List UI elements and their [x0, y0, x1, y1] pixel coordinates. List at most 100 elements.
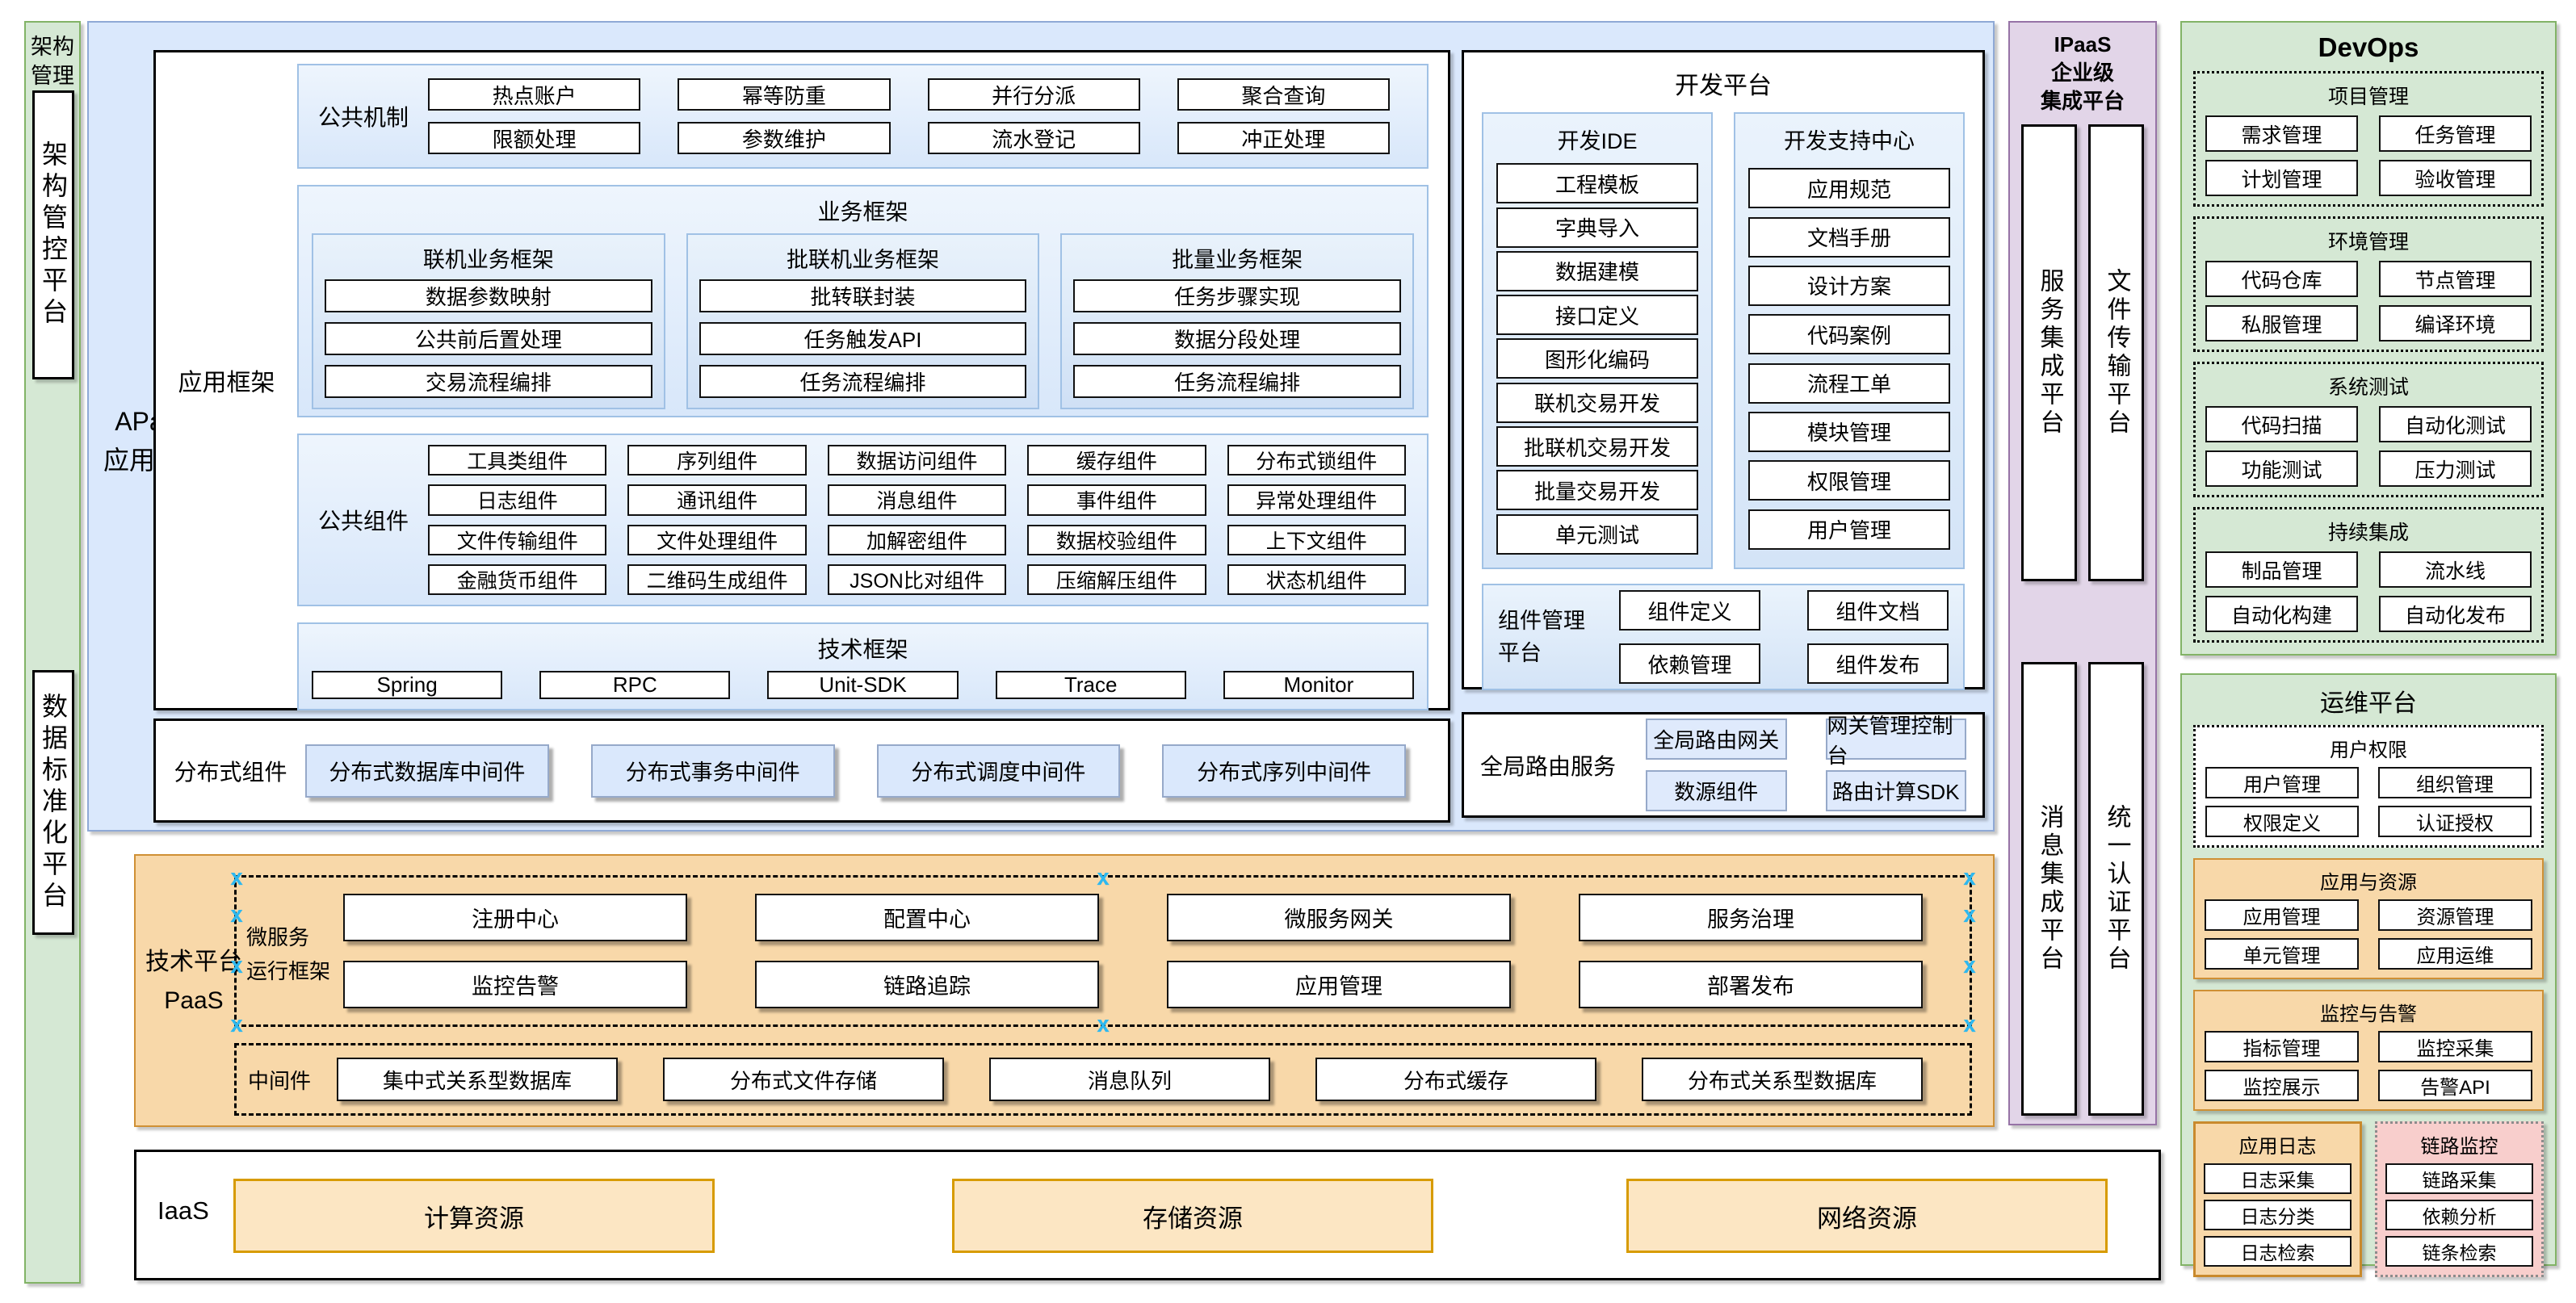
- component-box: 状态机组件: [1227, 564, 1406, 595]
- component-box: 加解密组件: [827, 524, 1007, 555]
- business-box: 批转联封装: [699, 279, 1027, 312]
- user-permissions-section: 用户权限 用户管理组织管理权限定义认证授权: [2193, 725, 2544, 848]
- business-box: 数据分段处理: [1073, 322, 1402, 355]
- mechanism-box: 冲正处理: [1177, 122, 1390, 154]
- dev-ide-box: 接口定义: [1496, 295, 1698, 336]
- common-mechanism-panel: 公共机制 热点账户幂等防重并行分派聚合查询限额处理参数维护流水登记冲正处理: [297, 64, 1429, 169]
- devops-box: 功能测试: [2205, 450, 2358, 487]
- selection-handle-icon: x: [1962, 864, 1977, 890]
- distributed-components-grid: 分布式数据库中间件分布式事务中间件分布式调度中间件分布式序列中间件: [305, 744, 1448, 798]
- microservice-runtime-framework-label: 微服务 运行框架: [246, 925, 331, 983]
- group-items: 任务步骤实现数据分段处理任务流程编排: [1073, 279, 1402, 398]
- section-grid: 应用管理资源管理单元管理应用运维: [2205, 899, 2532, 970]
- common-mechanism-grid: 热点账户幂等防重并行分派聚合查询限额处理参数维护流水登记冲正处理: [428, 65, 1427, 167]
- section-title: 链路监控: [2420, 1136, 2498, 1158]
- middleware-box: 中间件 集中式关系型数据库分布式文件存储消息队列分布式缓存分布式关系型数据库: [234, 1043, 1972, 1116]
- ops-box: 告警API: [2378, 1070, 2532, 1101]
- devops-box: 压力测试: [2379, 450, 2532, 487]
- component-box: 金融货币组件: [428, 564, 607, 595]
- devops-box: 节点管理: [2379, 261, 2532, 297]
- ipaas-top-bars: 服务集成平台文件传输平台: [2021, 124, 2144, 581]
- component-box: 日志组件: [428, 484, 607, 516]
- operations-sections: 用户权限 用户管理组织管理权限定义认证授权 应用与资源 应用管理资源管理单元管理…: [2182, 725, 2555, 1288]
- dev-ide-box: 批联机交易开发: [1496, 426, 1698, 467]
- devops-box: 流水线: [2379, 551, 2532, 588]
- section-title: 监控与告警: [2320, 1003, 2417, 1025]
- log-box: 日志检索: [2204, 1236, 2352, 1267]
- trace-box: 链路采集: [2385, 1163, 2533, 1194]
- dev-support-items: 应用规范文档手册设计方案代码案例流程工单模块管理权限管理用户管理: [1748, 160, 1950, 558]
- apps-and-resources-section: 应用与资源 应用管理资源管理单元管理应用运维: [2193, 858, 2544, 979]
- dev-ide-box: 工程模板: [1496, 163, 1698, 204]
- dev-ide-box: 数据建模: [1496, 250, 1698, 291]
- routing-box: 全局路由网关: [1646, 719, 1787, 760]
- component-box: 缓存组件: [1027, 445, 1206, 476]
- component-box: 文件处理组件: [627, 524, 807, 555]
- section-grid: 代码扫描自动化测试功能测试压力测试: [2205, 406, 2532, 487]
- distributed-components-label: 分布式组件: [174, 759, 287, 785]
- storage-resources-box: 存储资源: [952, 1179, 1433, 1253]
- routing-box: 网关管理控制台: [1825, 714, 1966, 768]
- tech-box: Trace: [995, 671, 1186, 699]
- dev-ide-box: 图形化编码: [1496, 338, 1698, 379]
- integration-platform-bar: 消息集成平台: [2021, 662, 2077, 1116]
- devops-box: 代码仓库: [2205, 261, 2358, 297]
- middleware-item-box: 消息队列: [989, 1058, 1270, 1101]
- microservice-box: 配置中心: [755, 894, 1099, 941]
- section-title: 项目管理: [2327, 86, 2409, 108]
- middleware-label: 中间件: [248, 1068, 312, 1093]
- component-mgmt-box: 依赖管理: [1619, 643, 1760, 684]
- section-stack: 日志采集日志分类日志检索: [2204, 1163, 2352, 1267]
- mechanism-box: 热点账户: [428, 78, 641, 111]
- trace-box: 链条检索: [2385, 1236, 2533, 1267]
- application-framework-content: 公共机制 热点账户幂等防重并行分派聚合查询限额处理参数维护流水登记冲正处理 业务…: [297, 52, 1448, 710]
- application-framework-box: 应用框架 公共机制 热点账户幂等防重并行分派聚合查询限额处理参数维护流水登记冲正…: [153, 50, 1450, 710]
- common-components-label: 公共组件: [317, 509, 409, 534]
- online-business-framework-group: 联机业务框架 数据参数映射公共前后置处理交易流程编排: [312, 233, 665, 409]
- business-framework-panel: 业务框架 联机业务框架 数据参数映射公共前后置处理交易流程编排 批联机业务框架 …: [297, 185, 1429, 417]
- business-framework-title: 业务框架: [817, 199, 908, 224]
- microservice-box: 微服务网关: [1167, 894, 1511, 941]
- tech-box: RPC: [539, 671, 731, 699]
- section-title: 用户权限: [2330, 739, 2407, 761]
- devops-box: 计划管理: [2205, 160, 2358, 196]
- dev-support-box: 文档手册: [1748, 216, 1950, 258]
- microservice-box: 部署发布: [1579, 961, 1923, 1008]
- monitoring-and-alerting-section: 监控与告警 指标管理监控采集监控展示告警API: [2193, 990, 2544, 1111]
- devops-box: 编译环境: [2379, 305, 2532, 341]
- ops-box: 权限定义: [2205, 806, 2359, 837]
- ops-box: 单元管理: [2205, 938, 2359, 970]
- devops-box: 自动化发布: [2379, 596, 2532, 632]
- mechanism-box: 并行分派: [927, 78, 1140, 111]
- routing-box: 数源组件: [1646, 770, 1787, 811]
- ops-box: 监控采集: [2378, 1031, 2532, 1062]
- microservice-box: 服务治理: [1579, 894, 1923, 941]
- ipaas-integration-platform-container: IPaaS 企业级 集成平台 服务集成平台文件传输平台 消息集成平台统一认证平台: [2008, 21, 2157, 1125]
- dev-support-box: 流程工单: [1748, 362, 1950, 404]
- group-title: 联机业务框架: [422, 248, 554, 272]
- component-box: 数据访问组件: [827, 445, 1007, 476]
- component-management-grid: 组件定义组件文档依赖管理组件发布: [1619, 590, 1949, 684]
- dev-support-center-title: 开发支持中心: [1784, 129, 1915, 153]
- group-items: 数据参数映射公共前后置处理交易流程编排: [325, 279, 652, 398]
- dev-support-box: 应用规范: [1748, 168, 1950, 209]
- component-box: 上下文组件: [1227, 524, 1406, 555]
- business-box: 公共前后置处理: [325, 322, 652, 355]
- selection-handle-icon: x: [229, 864, 244, 890]
- dev-support-box: 模块管理: [1748, 411, 1950, 452]
- middleware-item-box: 分布式缓存: [1315, 1058, 1596, 1101]
- operations-platform-container: 运维平台 用户权限 用户管理组织管理权限定义认证授权 应用与资源 应用管理资源管…: [2180, 673, 2557, 1277]
- trace-box: 依赖分析: [2385, 1200, 2533, 1230]
- global-routing-service-box: 全局路由服务 全局路由网关网关管理控制台数源组件路由计算SDK: [1462, 712, 1985, 818]
- routing-box: 路由计算SDK: [1825, 770, 1966, 811]
- business-box: 任务流程编排: [1073, 365, 1402, 398]
- selection-handle-icon: x: [1096, 864, 1110, 890]
- component-box: 二维码生成组件: [627, 564, 807, 595]
- selection-handle-icon: x: [1962, 1011, 1977, 1037]
- continuous-integration-section: 持续集成 制品管理流水线自动化构建自动化发布: [2193, 507, 2544, 643]
- middleware-grid: 集中式关系型数据库分布式文件存储消息队列分布式缓存分布式关系型数据库: [337, 1058, 1970, 1101]
- group-title: 批量业务框架: [1172, 248, 1303, 272]
- section-grid: 用户管理组织管理权限定义认证授权: [2205, 767, 2532, 837]
